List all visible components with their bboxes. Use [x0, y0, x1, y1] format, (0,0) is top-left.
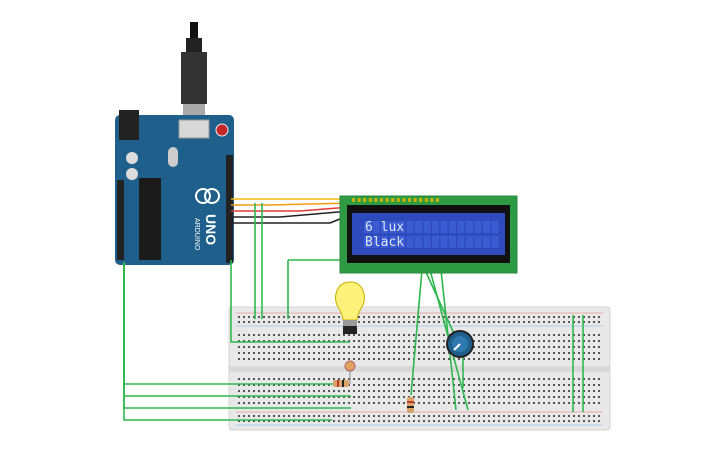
atmega-chip	[139, 178, 161, 260]
breadboard-holes	[238, 316, 600, 422]
lcd-line-1: 6 lux	[365, 220, 404, 235]
breadboard[interactable]	[228, 306, 611, 431]
lcd-line-2: Black	[365, 235, 404, 250]
arduino-model-label: UNO	[203, 214, 219, 245]
green-wires[interactable]	[123, 203, 584, 421]
arduino-uno-board[interactable]: ARDUINO UNO	[115, 110, 234, 265]
lcd-cells	[364, 221, 499, 248]
analog-header	[117, 180, 124, 260]
resistor-1[interactable]	[333, 380, 349, 387]
digital-header[interactable]	[226, 155, 233, 263]
knob-icon[interactable]	[446, 330, 474, 358]
lcd-display[interactable]: 6 lux Black	[339, 195, 518, 274]
light-bulb-icon[interactable]	[335, 281, 365, 334]
lcd-pins	[352, 198, 439, 202]
arduino-brand-label: ARDUINO	[193, 218, 200, 251]
resistor-2[interactable]	[407, 397, 414, 413]
arduino-lcd-wires[interactable]	[231, 198, 351, 224]
ldr-icon[interactable]	[344, 360, 356, 384]
